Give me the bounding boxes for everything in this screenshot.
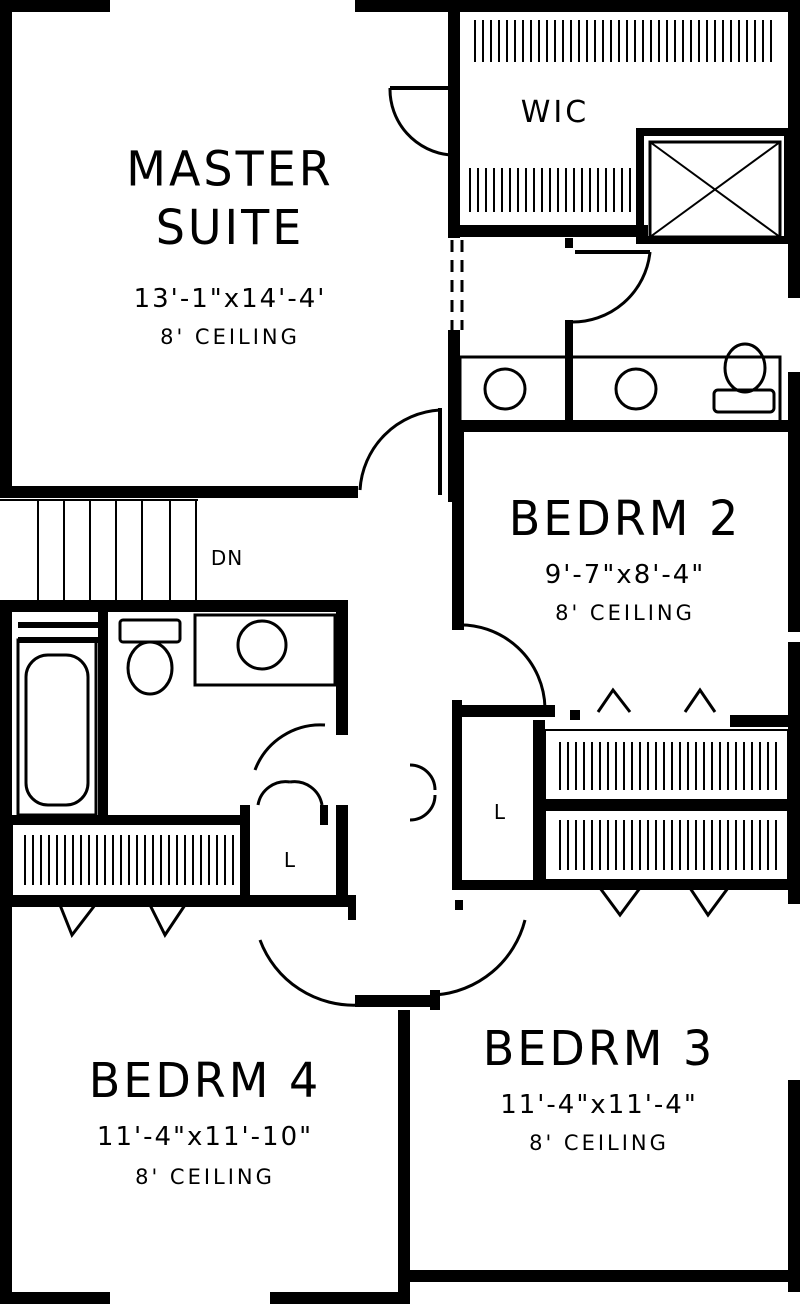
master-bath-walls	[455, 238, 800, 432]
bathtub-icon	[16, 622, 98, 817]
bedroom2-name: BEDRM 2	[508, 489, 742, 547]
bedroom-closets-shelving	[544, 729, 789, 881]
bedroom4-closet	[11, 825, 234, 895]
wall-opening	[450, 240, 464, 330]
linen-closet-left	[256, 780, 324, 806]
master-suite-ceiling: 8' CEILING	[160, 325, 300, 349]
hall-bath-walls	[0, 600, 348, 907]
bedroom2-dimensions: 9'-7"x8'-4"	[544, 560, 706, 590]
door-swings	[253, 86, 652, 1007]
master-suite-walls	[0, 12, 648, 502]
stairs	[0, 499, 198, 605]
bedroom3-name: BEDRM 3	[482, 1019, 716, 1077]
bedroom4-ceiling: 8' CEILING	[135, 1165, 275, 1189]
linen-left-label: L	[283, 848, 297, 872]
shower-icon	[636, 128, 792, 244]
master-suite-name-line1: MASTER	[126, 140, 334, 197]
bedroom4-name: BEDRM 4	[88, 1051, 322, 1109]
master-suite-dimensions: 13'-1"x14'-4'	[133, 284, 327, 314]
linen-right-label: L	[493, 800, 507, 824]
interior-walls	[348, 430, 800, 1010]
bedroom3-dimensions: 11'-4"x11'-4"	[500, 1090, 698, 1120]
wic-label: WIC	[520, 95, 590, 130]
wic-shelving	[469, 20, 772, 212]
hall-toilet-icon	[118, 618, 182, 696]
hall-sink-icon	[193, 613, 337, 687]
bifold-doors	[58, 687, 730, 939]
master-suite-name-line2: SUITE	[155, 199, 305, 256]
bedroom3-ceiling: 8' CEILING	[529, 1131, 669, 1155]
bedroom2-ceiling: 8' CEILING	[555, 601, 695, 625]
master-toilet-icon	[712, 342, 776, 414]
bedroom4-dimensions: 11'-4"x11'-10"	[96, 1122, 314, 1152]
stairs-down-label: DN	[210, 546, 244, 570]
master-suite-label: MASTER SUITE	[0, 139, 460, 257]
master-vanity-sinks	[458, 355, 782, 424]
